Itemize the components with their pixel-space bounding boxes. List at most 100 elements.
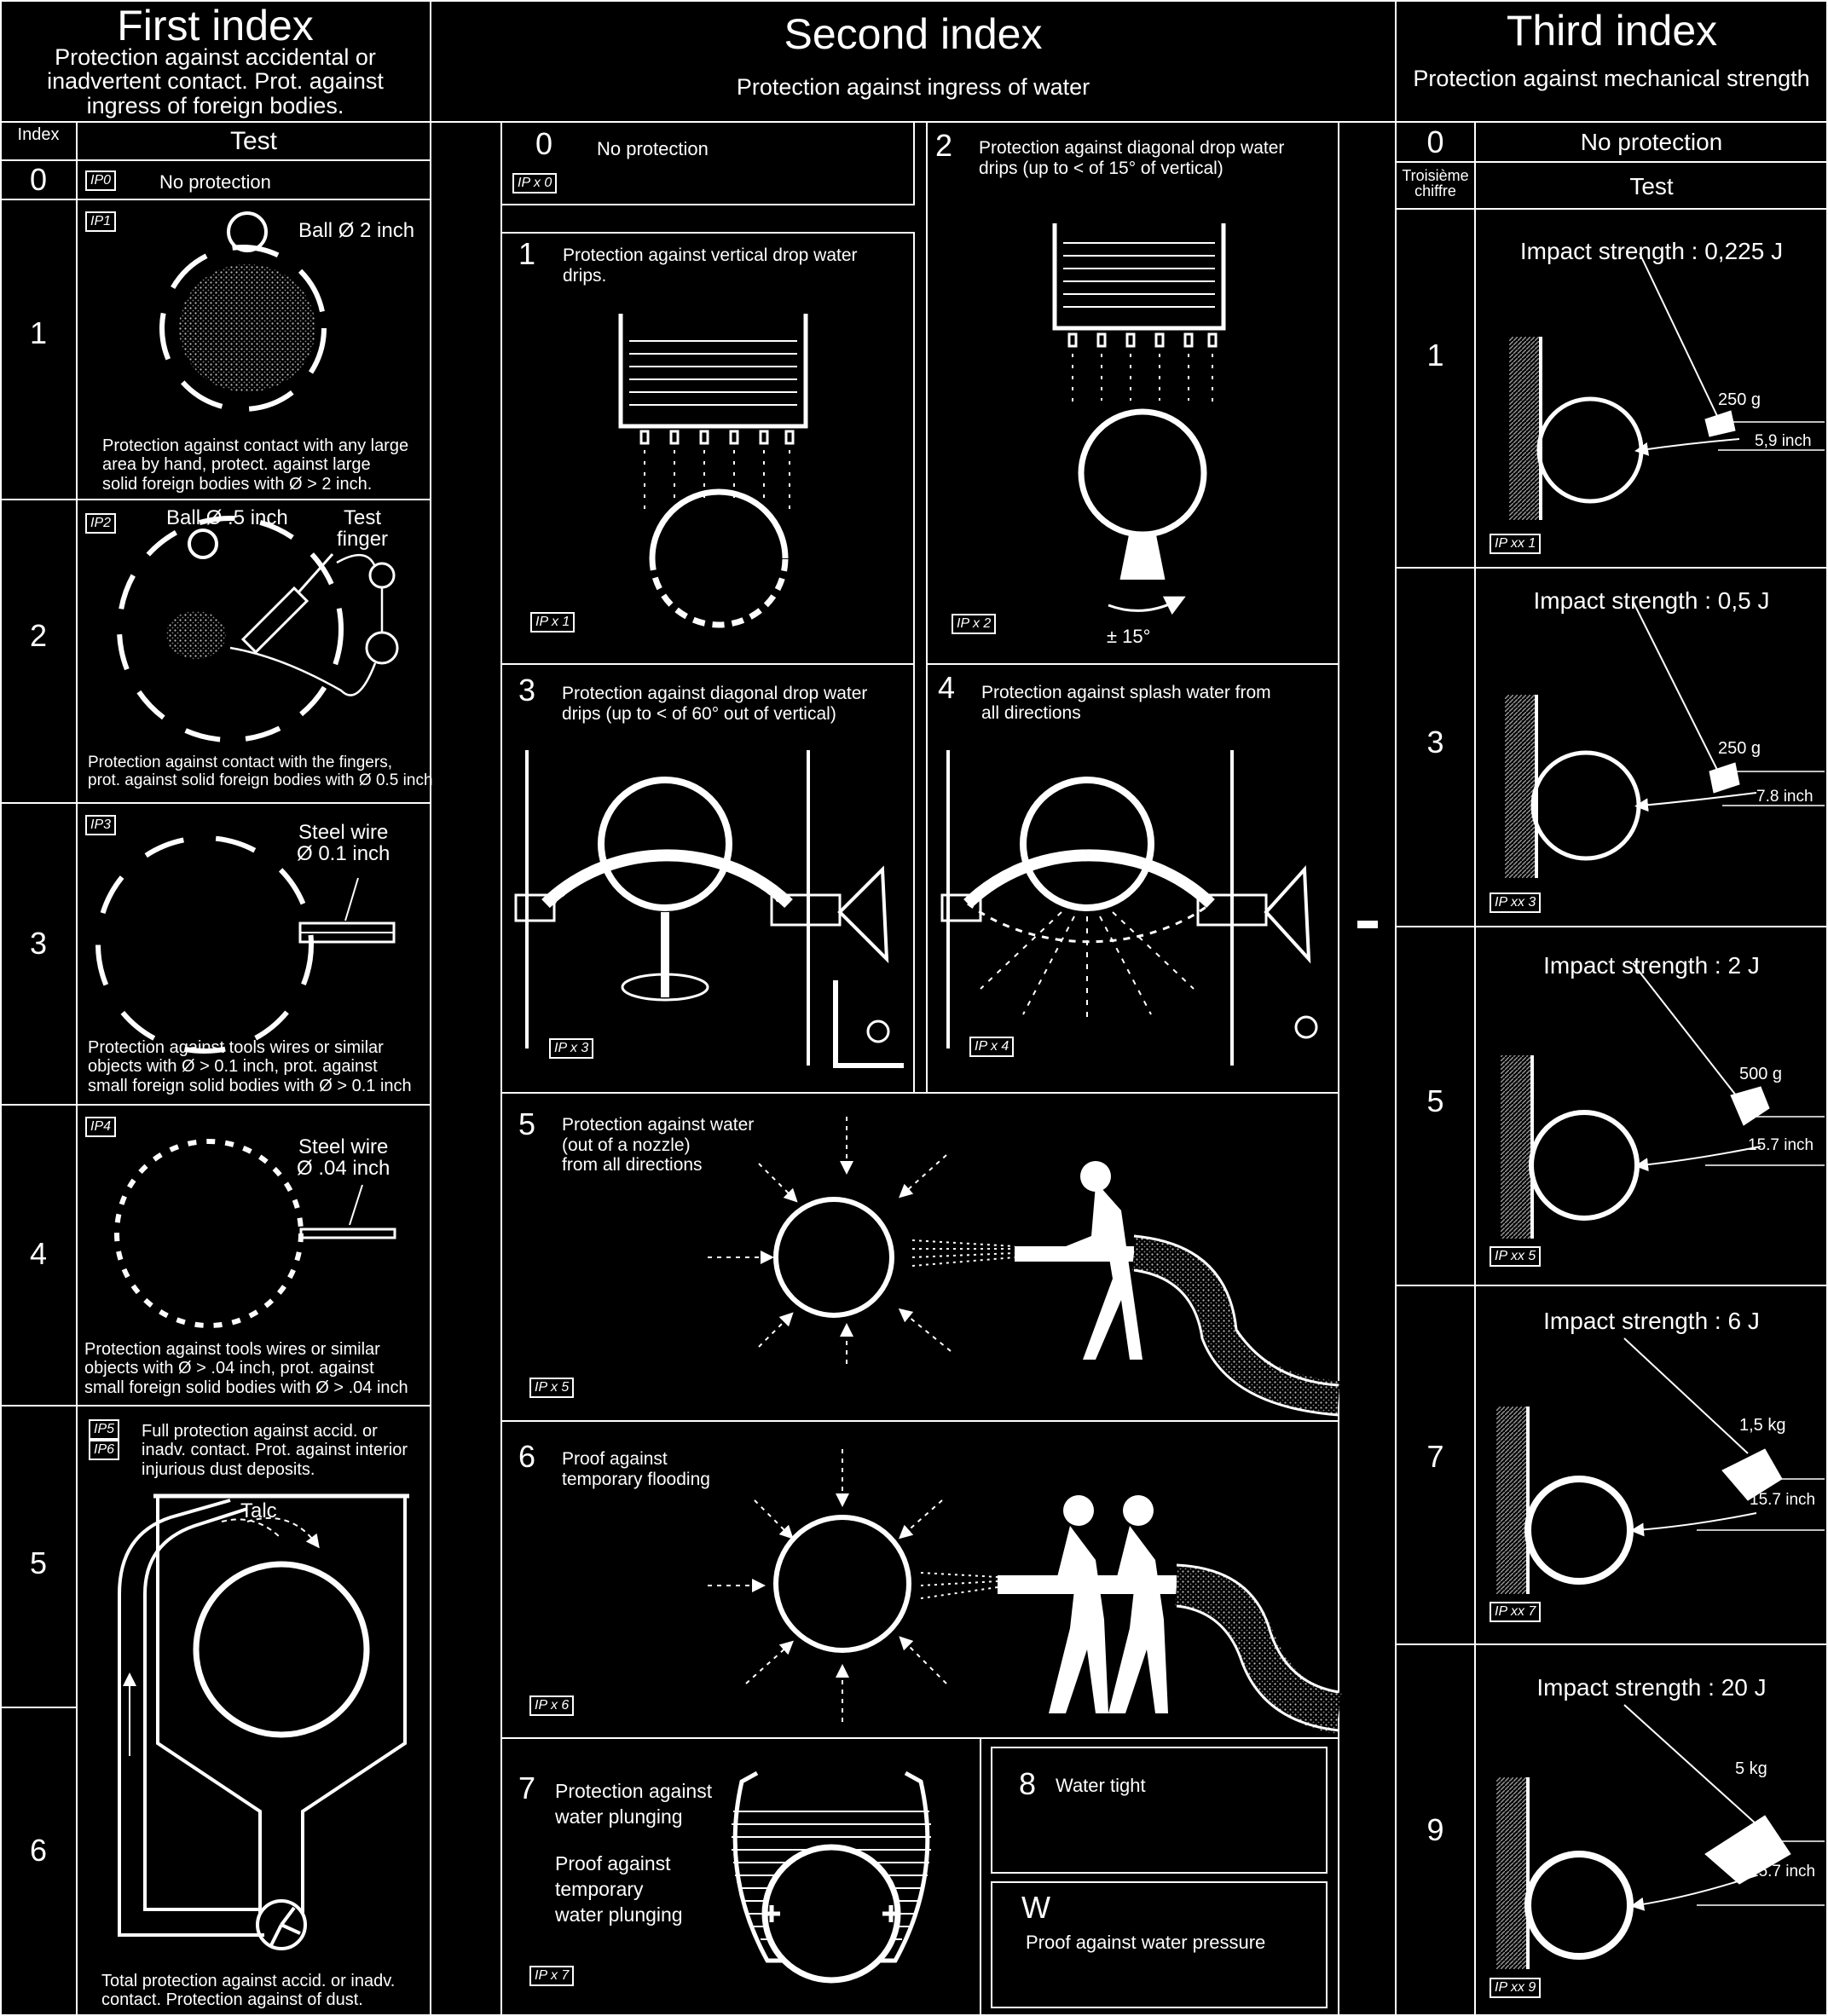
- ixx3-tag: IP xx 3: [1490, 892, 1542, 913]
- first-index-row0-number: 0: [29, 162, 48, 197]
- ixx1-tag: IP xx 1: [1490, 534, 1542, 554]
- third-index-title: Third index: [1506, 7, 1718, 55]
- first-index-subtitle: Protection against accidental or inadver…: [47, 44, 384, 118]
- impact-9-height: 15.7 inch: [1750, 1863, 1816, 1880]
- first-index-row6-number: 6: [29, 1833, 48, 1868]
- ixx7-tag: IP xx 7: [1490, 1602, 1542, 1622]
- third-index-row5-number: 5: [1426, 1083, 1444, 1118]
- ip5-desc: Full protection against accid. or inadv.…: [142, 1422, 408, 1479]
- third-index-col-test: Test: [1629, 173, 1674, 199]
- ipx0-number: 0: [535, 126, 553, 161]
- ipx8-number: 8: [1019, 1766, 1037, 1801]
- ip2-label-finger: Test finger: [337, 506, 389, 552]
- ixx1-illustration: [1509, 252, 1825, 520]
- ip0-tag: IP0: [85, 170, 117, 191]
- ipx5-desc: Protection against water (out of a nozzl…: [562, 1115, 755, 1176]
- ipx5-illustration: [708, 1117, 1341, 1417]
- ipx1-desc: Protection against vertical drop water d…: [563, 246, 858, 286]
- ipx4-desc: Protection against splash water from all…: [981, 683, 1271, 723]
- ip0-desc: No protection: [159, 171, 271, 193]
- ipx6-number: 6: [518, 1439, 536, 1474]
- ipx0-tag: IP x 0: [512, 173, 558, 194]
- ipx3-number: 3: [518, 673, 536, 708]
- ipxw-number: W: [1021, 1890, 1050, 1925]
- ipx6-desc: Proof against temporary flooding: [562, 1449, 710, 1489]
- impact-1-mass: 250 g: [1718, 390, 1761, 409]
- first-index-col-index: Index: [17, 125, 60, 144]
- first-index-row3-number: 3: [29, 926, 48, 961]
- ipx1-number: 1: [518, 236, 536, 271]
- ip2-desc: Protection against contact with the fing…: [88, 754, 433, 790]
- ip4-tag: IP4: [85, 1117, 117, 1137]
- ip3-label: Steel wire Ø 0.1 inch: [297, 821, 390, 866]
- ipx7-desc2: Proof against temporary water plunging: [555, 1852, 683, 1926]
- ipx3-illustration: [514, 750, 904, 1068]
- impact-5-label: Impact strength : 2 J: [1543, 952, 1760, 979]
- ipx5-number: 5: [518, 1106, 536, 1141]
- second-index-subtitle: Protection against ingress of water: [736, 74, 1090, 100]
- third-index-row7-number: 7: [1426, 1439, 1444, 1474]
- ip3-desc: Protection against tools wires or simila…: [88, 1038, 412, 1095]
- ixx5-tag: IP xx 5: [1490, 1246, 1542, 1267]
- ipx8-desc: Water tight: [1056, 1775, 1146, 1796]
- ixx3-illustration: [1505, 600, 1825, 878]
- ip3-illustration: [95, 835, 396, 1054]
- ipx2-tag: IP x 2: [952, 614, 997, 634]
- ip6-tag: IP6: [89, 1440, 120, 1460]
- first-index-title: First index: [117, 2, 314, 49]
- ipx1-tag: IP x 1: [530, 612, 576, 633]
- impact-1-label: Impact strength : 0,225 J: [1519, 238, 1784, 264]
- first-index-row1-number: 1: [29, 315, 48, 350]
- third-index-col-index: Troisième chiffre: [1402, 167, 1469, 199]
- ixx7-illustration: [1496, 1337, 1825, 1594]
- ipx1-illustration: [618, 314, 808, 628]
- third-index-row0-number: 0: [1426, 124, 1444, 159]
- ipxw-desc: Proof against water pressure: [1026, 1932, 1266, 1953]
- impact-7-mass: 1,5 kg: [1739, 1416, 1786, 1435]
- index-separator-mark: [1357, 921, 1378, 928]
- impact-1-height: 5,9 inch: [1755, 432, 1812, 450]
- ip4-label: Steel wire Ø .04 inch: [297, 1135, 390, 1181]
- impact-3-height: 7.8 inch: [1756, 788, 1814, 806]
- ip5-illustration: [118, 1493, 409, 1950]
- ipx0-desc: No protection: [597, 138, 709, 159]
- ip4-illustration: [114, 1139, 396, 1328]
- impact-7-label: Impact strength : 6 J: [1543, 1308, 1760, 1334]
- impact-5-height: 15.7 inch: [1748, 1136, 1814, 1154]
- impact-3-label: Impact strength : 0,5 J: [1533, 587, 1770, 614]
- ip1-label: Ball Ø 2 inch: [298, 219, 415, 242]
- ip5-talc-label: Talc: [240, 1499, 277, 1522]
- ip1-tag: IP1: [85, 211, 117, 232]
- impact-7-height: 15.7 inch: [1750, 1491, 1816, 1509]
- ipx4-tag: IP x 4: [969, 1037, 1015, 1057]
- ipx7-tag: IP x 7: [529, 1966, 575, 1986]
- ip5-tag: IP5: [89, 1419, 120, 1440]
- second-index-title: Second index: [784, 10, 1043, 58]
- first-index-row4-number: 4: [29, 1236, 48, 1271]
- impact-5-mass: 500 g: [1739, 1065, 1783, 1083]
- ipx7-illustration: [732, 1770, 931, 1984]
- ipx6-tag: IP x 6: [529, 1695, 575, 1716]
- ip3-tag: IP3: [85, 815, 117, 835]
- first-index-col-test: Test: [229, 127, 278, 155]
- ixx9-illustration: [1496, 1704, 1825, 1969]
- ip4-desc: Protection against tools wires or simila…: [84, 1340, 408, 1397]
- impact-9-label: Impact strength : 20 J: [1536, 1674, 1767, 1701]
- ip2-illustration: [117, 516, 399, 742]
- ixx5-illustration: [1501, 962, 1825, 1239]
- impact-9-mass: 5 kg: [1735, 1759, 1767, 1778]
- ipx2-number: 2: [935, 128, 953, 163]
- third-index-row3-number: 3: [1426, 725, 1444, 760]
- ipx2-illustration: [1052, 223, 1226, 615]
- ip6-desc: Total protection against accid. or inadv…: [101, 1972, 396, 2010]
- first-index-row5-number: 5: [29, 1545, 48, 1580]
- third-index-row0-text: No protection: [1580, 129, 1723, 155]
- ipx6-illustration: [708, 1449, 1343, 1734]
- ipx7-desc: Protection against water plunging: [555, 1780, 713, 1828]
- ip1-illustration: [159, 211, 327, 412]
- ipx4-number: 4: [938, 670, 956, 705]
- ipx7-number: 7: [518, 1770, 536, 1805]
- ipx2-desc: Protection against diagonal drop water d…: [979, 138, 1285, 178]
